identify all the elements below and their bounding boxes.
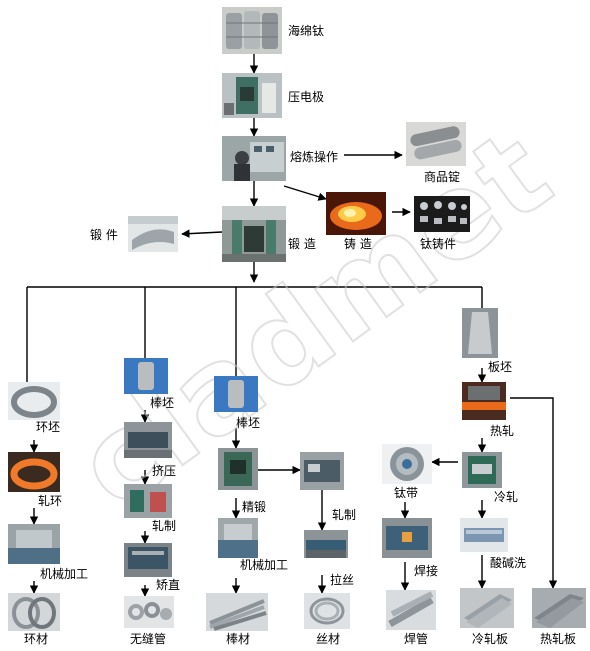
machining-photo-1 <box>8 524 60 564</box>
label-ti-casting: 钛铸件 <box>420 237 457 251</box>
extrusion-photo <box>124 422 172 458</box>
welded-pipe-photo <box>386 590 436 630</box>
seamless-tube-photo <box>124 596 174 628</box>
slab-photo <box>462 308 498 358</box>
label-rolling-1: 轧制 <box>152 519 177 533</box>
label-extrusion: 挤压 <box>152 464 177 478</box>
label-welded-pipe: 焊管 <box>404 632 429 646</box>
label-mach1: 机械加工 <box>40 567 89 581</box>
ring-product-photo <box>8 593 60 631</box>
casting-photo <box>326 192 386 235</box>
sponge-titanium-photo <box>222 7 282 54</box>
label-rolling-2: 轧制 <box>332 508 357 522</box>
arrow-forging-part <box>181 229 223 238</box>
label-smelting: 熔炼操作 <box>290 150 339 164</box>
label-straighten: 矫直 <box>156 578 181 592</box>
label-bar-blank-1: 棒坯 <box>150 396 175 410</box>
forging-part-photo <box>128 216 178 252</box>
rolling-photo-1 <box>124 484 172 518</box>
precision-forging-photo <box>218 448 258 490</box>
label-bar-blank-2: 棒坯 <box>236 416 261 430</box>
label-cold-rolling: 冷轧 <box>494 490 519 504</box>
ring-rolling-photo <box>8 452 60 492</box>
wire-drawing-photo <box>304 530 348 558</box>
label-pickling: 酸碱洗 <box>490 556 527 570</box>
ti-strip-photo <box>382 444 432 484</box>
cold-plate-photo <box>460 588 514 628</box>
hot-plate-photo <box>532 588 586 628</box>
pickling-photo <box>460 518 508 552</box>
label-cold-plate: 冷轧板 <box>472 632 509 646</box>
ring-blank-photo <box>8 382 60 420</box>
label-sponge: 海绵钛 <box>288 24 325 38</box>
hot-rolling-photo <box>462 382 506 420</box>
label-ring-blank: 环坯 <box>36 420 61 434</box>
label-hot-plate: 热轧板 <box>540 632 577 646</box>
ti-casting-photo <box>414 196 470 232</box>
bar-blank-photo-1 <box>124 358 168 394</box>
electrode-press-photo <box>222 73 282 118</box>
label-precision-forge: 精锻 <box>242 500 267 514</box>
ingot-photo <box>406 122 466 166</box>
label-mach2: 机械加工 <box>240 558 289 572</box>
label-seamless: 无缝管 <box>130 632 167 646</box>
smelting-photo <box>222 136 286 181</box>
label-ring-rolling: 轧环 <box>38 494 63 508</box>
straightening-photo <box>124 543 172 577</box>
label-bar: 棒材 <box>226 632 251 646</box>
label-drawing: 拉丝 <box>330 573 355 587</box>
label-welding: 焊接 <box>414 564 439 578</box>
label-wire: 丝材 <box>316 632 341 646</box>
machining-photo-2 <box>218 518 258 558</box>
arrow-hotroll-hotplate <box>510 397 558 589</box>
label-forging: 锻 造 <box>288 237 316 251</box>
label-hot-rolling: 热轧 <box>490 424 515 438</box>
bar-product-photo <box>206 593 268 631</box>
forging-photo <box>222 206 286 262</box>
label-ring: 环材 <box>24 632 49 646</box>
rolling-photo-2 <box>300 452 344 490</box>
label-strip: 钛带 <box>394 486 419 500</box>
cold-rolling-photo <box>462 452 502 488</box>
wire-product-photo <box>304 593 350 629</box>
bar-blank-photo-2 <box>214 376 258 412</box>
label-electrode: 压电极 <box>288 90 325 104</box>
label-slab: 板坯 <box>488 360 513 374</box>
arrow-smelting-casting <box>283 185 327 201</box>
label-ingot: 商品锭 <box>424 170 461 184</box>
welding-photo <box>382 518 432 558</box>
label-casting: 铸 造 <box>344 237 372 251</box>
label-forging-part: 锻 件 <box>90 228 118 242</box>
